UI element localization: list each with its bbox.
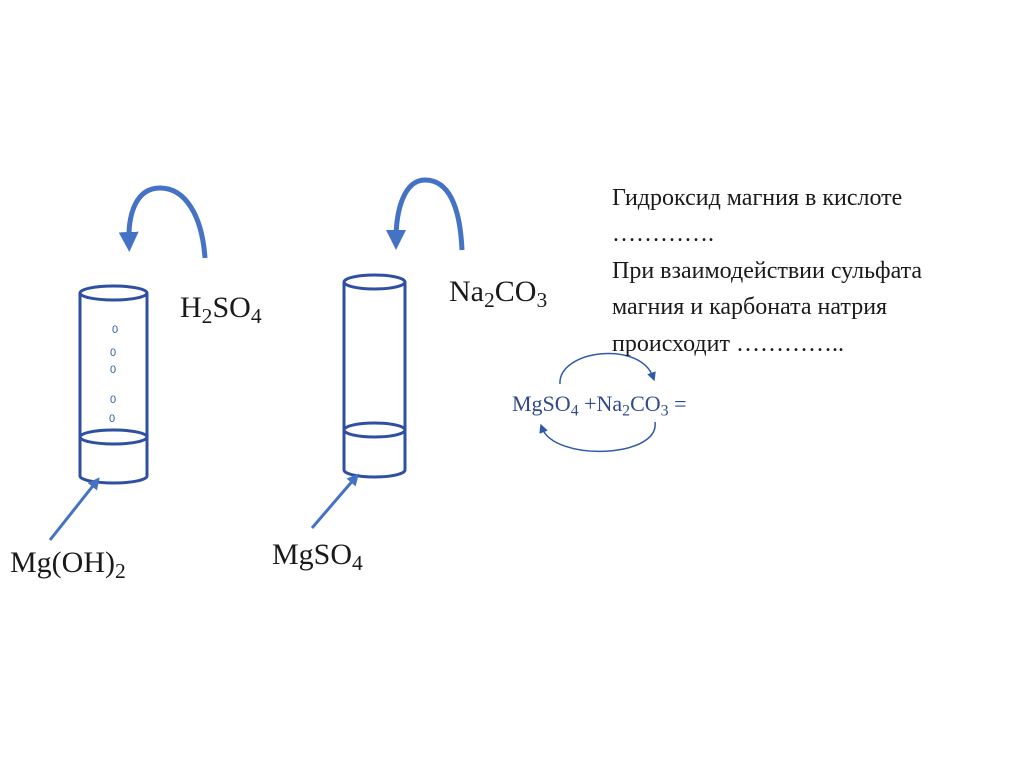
task-text-line-1: Гидроксид магния в кислоте	[612, 185, 903, 211]
tube-left-liquid-surface	[78, 428, 149, 446]
tube-label-mgoh2: Mg(OH)2	[10, 546, 126, 584]
tube-label-mgso4: MgSO4	[272, 538, 363, 576]
pointer-arrow-mgso4-icon	[310, 473, 359, 529]
exchange-arrow-top-icon	[559, 352, 656, 385]
reagent-label-na2co3: Na2CO3	[449, 275, 548, 313]
task-text-line-2: ………….	[612, 221, 714, 248]
task-text-line-3: При взаимодействии сульфата	[612, 257, 923, 284]
task-text-line-4: магния и карбоната натрия	[612, 294, 888, 321]
bubble-icon: 0	[110, 347, 117, 359]
reagent-label-h2so4: H2SO4	[180, 291, 262, 329]
tube-right-bottom	[342, 469, 407, 479]
tube-left-bottom	[78, 475, 149, 485]
reaction-equation: MgSO4 +Na2CO3 =	[512, 391, 687, 420]
bubble-icon: 0	[109, 413, 116, 425]
pour-arrow-left-icon	[118, 185, 208, 259]
bubble-icon: 0	[112, 324, 119, 336]
bubble-icon: 0	[110, 394, 117, 406]
test-tube-right	[342, 273, 407, 479]
test-tube-left	[78, 284, 149, 485]
pointer-arrow-mgoh2-icon	[48, 477, 100, 541]
bubble-icon: 0	[110, 364, 117, 376]
task-text: Гидроксид магния в кислоте …………. При вза…	[612, 180, 1012, 362]
exchange-arrow-bottom-icon	[539, 421, 656, 452]
tube-right-liquid-surface	[342, 421, 407, 439]
tube-left-mouth	[78, 284, 149, 302]
task-text-line-5: происходит …………..	[612, 330, 844, 357]
tube-right-mouth	[342, 273, 407, 291]
pour-arrow-right-icon	[386, 177, 465, 251]
